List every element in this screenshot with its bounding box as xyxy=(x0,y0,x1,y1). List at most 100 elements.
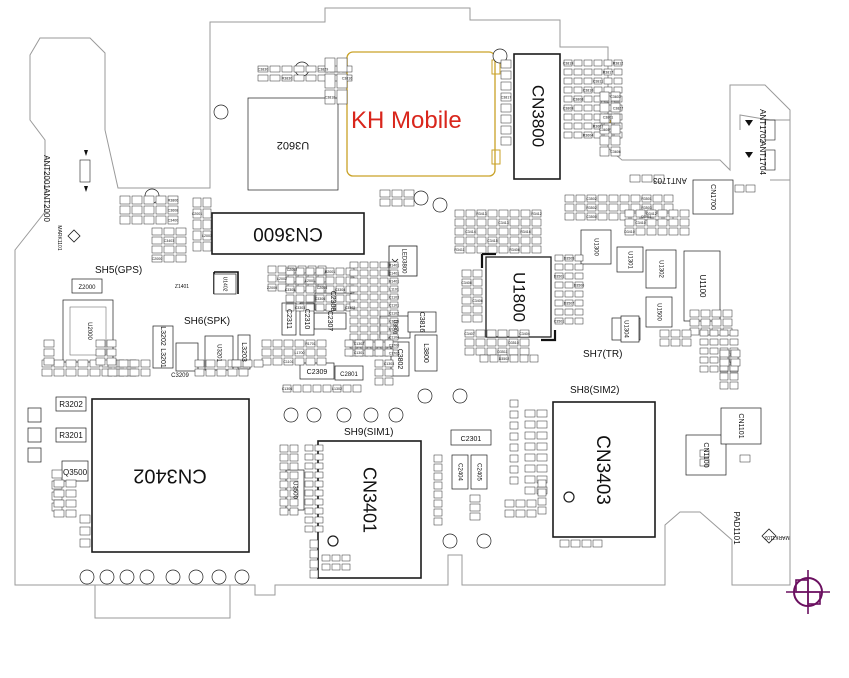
smd-part xyxy=(335,267,345,276)
smd-part xyxy=(95,339,106,348)
smd-part xyxy=(586,212,597,221)
smd-part xyxy=(597,203,608,212)
smd-part-label: U1101 xyxy=(389,328,399,332)
smd-part xyxy=(295,276,305,285)
smd-part xyxy=(531,236,542,245)
smd-part xyxy=(668,227,679,236)
smd-part xyxy=(194,368,205,377)
smd-part xyxy=(403,189,415,198)
z2000-label: Z2000 xyxy=(78,285,96,291)
smd-part xyxy=(282,384,292,393)
smd-part xyxy=(652,194,663,203)
smd-part xyxy=(734,184,745,193)
c2801-label: C2801 xyxy=(340,372,358,378)
smd-part xyxy=(515,499,526,508)
c2404-outline xyxy=(451,454,469,490)
smd-part xyxy=(364,348,374,357)
smd-part xyxy=(526,499,537,508)
smd-part xyxy=(341,563,351,571)
smd-part xyxy=(504,509,515,518)
smd-part xyxy=(314,444,324,452)
smd-part xyxy=(461,278,472,287)
smd-part xyxy=(304,507,314,515)
testpoints-bottom xyxy=(79,569,250,585)
smd-part xyxy=(359,333,369,341)
smd-part xyxy=(689,318,700,327)
led3800-arrow xyxy=(391,258,399,263)
smd-part xyxy=(384,359,394,368)
smd-part xyxy=(599,124,610,135)
smd-part xyxy=(192,219,202,230)
smd-part xyxy=(564,212,575,221)
c2405-label: C2405 xyxy=(475,463,481,481)
smd-part xyxy=(433,472,443,481)
smd-part xyxy=(531,209,542,218)
smd-part xyxy=(305,74,317,82)
smd-part xyxy=(663,194,674,203)
smd-part xyxy=(537,488,547,497)
smd-part xyxy=(475,347,486,356)
smd-part xyxy=(583,95,593,103)
smd-part xyxy=(641,174,653,183)
smd-part-label: C3811 xyxy=(593,80,603,84)
smd-part xyxy=(309,569,319,579)
smd-part xyxy=(242,359,253,368)
smd-part xyxy=(465,218,476,227)
smd-part-label: C3818 xyxy=(325,96,336,100)
c2310-label: C2310 xyxy=(303,309,310,330)
smd-part-label: U1401 xyxy=(389,280,400,284)
c2801-outline xyxy=(334,365,364,381)
c2309-label: C2309 xyxy=(307,369,328,376)
smd-part xyxy=(202,241,212,252)
smd-part xyxy=(536,453,548,462)
smd-part xyxy=(315,267,325,276)
smd-part xyxy=(700,318,711,327)
smd-part xyxy=(369,301,379,309)
smd-part xyxy=(289,489,299,498)
smd-part xyxy=(508,347,519,356)
smd-part xyxy=(304,498,314,506)
smd-part-label: L2001 xyxy=(305,279,315,283)
smd-part-label: C3304 xyxy=(335,288,346,292)
gold-shield-tab xyxy=(491,149,501,165)
u1500-label: U1500 xyxy=(655,303,661,321)
u1302-outline xyxy=(645,249,677,289)
smd-part xyxy=(344,348,354,357)
smd-part xyxy=(709,329,719,337)
smd-part xyxy=(500,81,512,91)
smd-part xyxy=(289,471,299,480)
smd-part xyxy=(118,368,129,377)
smd-part xyxy=(272,339,283,348)
smd-part xyxy=(279,444,289,453)
smd-part xyxy=(500,114,512,124)
smd-part xyxy=(342,384,352,393)
smd-part xyxy=(563,95,573,103)
smd-part xyxy=(575,203,586,212)
smd-part xyxy=(192,208,202,219)
smd-part xyxy=(359,261,369,269)
smd-part xyxy=(331,563,341,571)
smd-part xyxy=(646,209,657,218)
smd-part xyxy=(537,497,547,506)
smd-part xyxy=(526,509,537,518)
smd-part xyxy=(321,563,331,571)
smd-part xyxy=(384,377,394,386)
smd-part xyxy=(391,198,403,207)
smd-part xyxy=(65,368,77,377)
smd-part xyxy=(79,538,91,548)
smd-part-label: C1102 xyxy=(389,312,399,316)
smd-part xyxy=(699,356,709,364)
smd-part xyxy=(369,277,379,285)
smd-part xyxy=(389,277,399,285)
smd-part-label: C1103 xyxy=(389,296,399,300)
smd-part xyxy=(509,410,519,419)
smd-part xyxy=(349,317,359,325)
smd-part xyxy=(279,471,289,480)
smd-part xyxy=(389,293,399,301)
smd-part xyxy=(652,203,663,212)
smd-part xyxy=(131,205,143,215)
smd-part xyxy=(500,70,512,80)
smd-part xyxy=(536,431,548,440)
smd-part-label: D3505 xyxy=(564,257,575,261)
smd-part xyxy=(389,325,399,333)
